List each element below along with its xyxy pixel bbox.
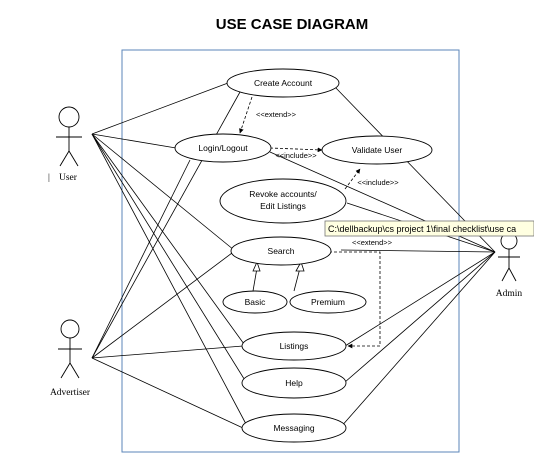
actor-user-label: User [59, 173, 78, 183]
use-case-create-account[interactable]: Create Account [226, 68, 340, 98]
use-case-validate-user[interactable]: Validate User [321, 135, 433, 165]
actor-admin[interactable] [498, 232, 520, 282]
include-label-validate: <<include>> [275, 151, 317, 160]
use-case-revoke-accounts[interactable]: Revoke accounts/ Edit Listings [219, 178, 347, 224]
include-label-revoke: <<include>> [357, 178, 399, 187]
extend-arrow-listings [329, 251, 381, 349]
use-case-listings[interactable]: Listings [241, 331, 347, 361]
dependency-arrows [239, 96, 381, 349]
use-case-login-logout[interactable]: Login/Logout [174, 133, 272, 163]
use-case-label: Basic [245, 297, 267, 307]
extend-label-login: <<extend>> [256, 110, 297, 119]
use-case-help[interactable]: Help [241, 367, 347, 399]
use-case-label: Premium [311, 297, 345, 307]
actor-admin-label: Admin [496, 289, 523, 299]
use-case-messaging[interactable]: Messaging [241, 413, 347, 443]
actor-advertiser[interactable] [58, 319, 82, 379]
use-case-label: Help [285, 378, 303, 388]
file-path-tooltip: C:\dellbackup\cs project 1\final checkli… [324, 220, 534, 237]
extend-label-search: <<extend>> [352, 238, 393, 247]
use-case-label: Login/Logout [198, 143, 248, 153]
use-case-premium[interactable]: Premium [289, 290, 367, 314]
diagram-title: USE CASE DIAGRAM [216, 16, 369, 33]
use-case-label: Revoke accounts/ [249, 189, 317, 199]
generalization-arrows [252, 260, 305, 292]
tooltip-text: C:\dellbackup\cs project 1\final checkli… [328, 224, 516, 234]
advertiser-associations [91, 91, 244, 429]
advertiser-actor-icon [60, 319, 80, 339]
extend-arrow-login [239, 96, 253, 134]
include-arrow-revoke [344, 168, 361, 190]
actor-user-mark: | [48, 173, 50, 183]
use-case-label: Create Account [254, 78, 313, 88]
actor-user[interactable] [56, 106, 82, 167]
use-case-label: Edit Listings [260, 201, 306, 211]
actor-advertiser-label: Advertiser [50, 388, 91, 398]
use-case-label: Search [268, 246, 295, 256]
use-case-label: Validate User [352, 145, 403, 155]
system-boundary [121, 49, 460, 453]
use-case-basic[interactable]: Basic [222, 290, 288, 314]
include-arrow-validate [269, 147, 323, 153]
use-case-label: Messaging [273, 423, 314, 433]
user-associations [91, 82, 247, 425]
user-actor-icon [58, 106, 80, 128]
use-case-label: Listings [280, 341, 309, 351]
use-case-search[interactable]: Search [230, 236, 332, 266]
